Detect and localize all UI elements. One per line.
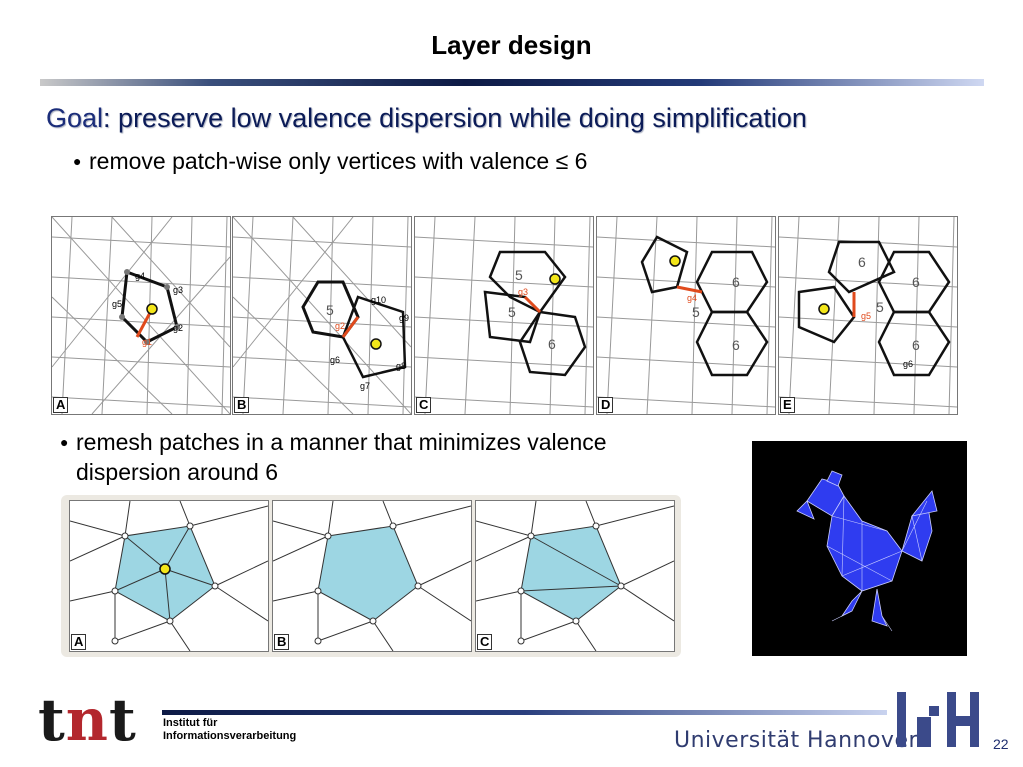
mesh-panel-e: g5 g6 6 6 5 6 E (778, 216, 958, 415)
valence-label: 6 (858, 254, 866, 270)
remesh-panel-b: B (272, 500, 472, 652)
edge-label-g3: g3 (173, 285, 183, 295)
bullet-dot: ● (73, 153, 82, 169)
goal-statement: Goal: preserve low valence dispersion wh… (46, 103, 807, 134)
valence-label: 6 (912, 337, 920, 353)
rooster-mesh-image (752, 441, 967, 656)
goal-text: : preserve low valence dispersion while … (103, 103, 807, 133)
valence-label: 6 (548, 336, 556, 352)
logo-letter-t: t (38, 686, 66, 754)
panel-label: A (71, 634, 87, 650)
remesh-figure-b (273, 501, 471, 651)
edge-label-g4: g4 (687, 293, 697, 303)
edge-label-g2: g2 (335, 321, 345, 331)
edge-label-g5: g5 (112, 299, 122, 309)
mesh-figure-a: g4 g3 g5 g2 g1 (52, 217, 230, 414)
mesh-figure-b: 5 g10 g9 g2 g6 g8 g7 (233, 217, 411, 414)
bullet-remesh-patches: ● remesh patches in a manner that minimi… (60, 427, 607, 487)
bullet-text-line1: remesh patches in a manner that minimize… (76, 429, 607, 455)
footer-divider (162, 710, 887, 715)
mesh-figure-c: g3 5 5 6 (415, 217, 593, 414)
valence-label: 5 (326, 302, 334, 318)
valence-label: 5 (515, 267, 523, 283)
rooster-mesh-figure (796, 470, 938, 632)
mesh-figure-d: g4 6 5 6 (597, 217, 775, 414)
logo-letter-n: n (65, 686, 109, 754)
edge-label-g6: g6 (903, 359, 913, 369)
bullet-text-line2: dispersion around 6 (76, 459, 279, 485)
title-divider (40, 79, 984, 86)
panel-label: C (477, 634, 493, 650)
goal-word: Goal (46, 103, 104, 133)
page-number: 22 (993, 736, 1009, 752)
remesh-figure-c (476, 501, 674, 651)
edge-label-g3: g3 (518, 287, 528, 297)
mesh-panel-b: 5 g10 g9 g2 g6 g8 g7 B (232, 216, 412, 415)
slide-title: Layer design (431, 30, 592, 60)
remesh-panel-a: A (69, 500, 269, 652)
edge-label-g7: g7 (360, 381, 370, 391)
institute-line1: Institut für (163, 717, 218, 729)
valence-label: 6 (732, 337, 740, 353)
luh-logo-icon (897, 692, 979, 747)
remesh-figure-a (70, 501, 268, 651)
mesh-panel-a: g4 g3 g5 g2 g1 A (51, 216, 231, 415)
valence-label: 5 (508, 304, 516, 320)
valence-label: 5 (876, 299, 884, 315)
tnt-logo: tnt (38, 686, 137, 754)
institute-name: Institut für Informationsverarbeitung (163, 717, 296, 743)
panel-label: B (234, 397, 250, 413)
institute-line2: Informationsverarbeitung (163, 730, 297, 742)
bullet-text: remove patch-wise only vertices with val… (89, 148, 588, 174)
university-name: Universität Hannover (674, 728, 919, 753)
panel-label: B (274, 634, 290, 650)
edge-label-g10: g10 (371, 295, 386, 305)
edge-label-g1: g1 (142, 337, 152, 347)
bullet-dot: ● (60, 434, 69, 450)
panel-label: C (416, 397, 432, 413)
mesh-figure-e: g5 g6 6 6 5 6 (779, 217, 957, 414)
valence-label: 6 (732, 274, 740, 290)
panel-label: D (598, 397, 614, 413)
edge-label-g8: g8 (396, 361, 406, 371)
valence-label: 6 (912, 274, 920, 290)
edge-label-g5: g5 (861, 311, 871, 321)
edge-label-g2: g2 (173, 323, 183, 333)
edge-label-g4: g4 (135, 271, 145, 281)
logo-letter-t: t (108, 686, 137, 754)
panel-label: A (53, 397, 69, 413)
mesh-panel-c: g3 5 5 6 C (414, 216, 594, 415)
panel-label: E (780, 397, 795, 413)
bullet-remove-vertices: ● remove patch-wise only vertices with v… (73, 146, 588, 176)
edge-label-g9: g9 (399, 313, 409, 323)
edge-label-g6: g6 (330, 355, 340, 365)
remesh-panel-c: C (475, 500, 675, 652)
mesh-panel-d: g4 6 5 6 D (596, 216, 776, 415)
valence-label: 5 (692, 304, 700, 320)
